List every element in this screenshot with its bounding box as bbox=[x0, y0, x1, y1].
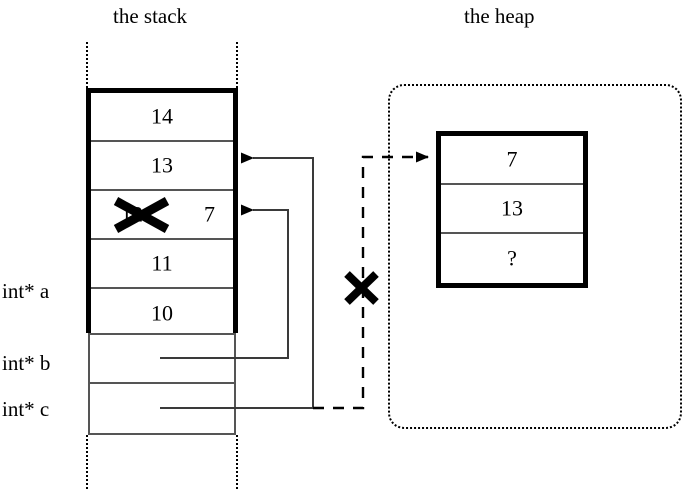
heap-title: the heap bbox=[464, 4, 535, 28]
stack-cell: 11 bbox=[91, 240, 233, 289]
heap-block: 7 13 ? bbox=[436, 131, 588, 288]
heap-cell-value: 7 bbox=[506, 146, 518, 172]
stack-guide-bottom-left bbox=[86, 435, 88, 489]
stack-frame: 14 13 12 7 11 10 bbox=[86, 88, 238, 338]
heap-cell: 13 bbox=[441, 185, 583, 234]
heap-cell: ? bbox=[441, 234, 583, 283]
pointer-variable-box bbox=[88, 333, 236, 435]
stack-guide-top-right bbox=[236, 42, 238, 88]
stack-cell: 10 bbox=[91, 289, 233, 338]
invalid-pointer-x-icon bbox=[344, 271, 379, 305]
stack-cell-value: 13 bbox=[151, 152, 173, 178]
pointer-cell-b bbox=[90, 335, 234, 384]
variable-label-a: int* a bbox=[2, 279, 50, 303]
heap-cell: 7 bbox=[441, 136, 583, 185]
stack-title: the stack bbox=[113, 4, 188, 28]
stack-cell-value: 12 bbox=[121, 201, 143, 227]
stack-cell-replacement-value: 7 bbox=[204, 201, 215, 227]
stack-cell: 14 bbox=[91, 93, 233, 142]
variable-label-b: int* b bbox=[2, 351, 51, 375]
stack-cell: 13 bbox=[91, 142, 233, 191]
stack-cell: 12 7 bbox=[91, 191, 233, 240]
stack-cell-value: 10 bbox=[151, 300, 173, 326]
stack-guide-top-left bbox=[86, 42, 88, 88]
heap-cell-value: ? bbox=[507, 245, 517, 271]
variable-label-c: int* c bbox=[2, 397, 50, 421]
heap-cell-value: 13 bbox=[501, 195, 523, 221]
stack-guide-bottom-right bbox=[236, 435, 238, 489]
stack-cell-value: 11 bbox=[151, 250, 173, 276]
pointer-cell-c bbox=[90, 384, 234, 433]
stack-cell-value: 14 bbox=[151, 103, 173, 129]
